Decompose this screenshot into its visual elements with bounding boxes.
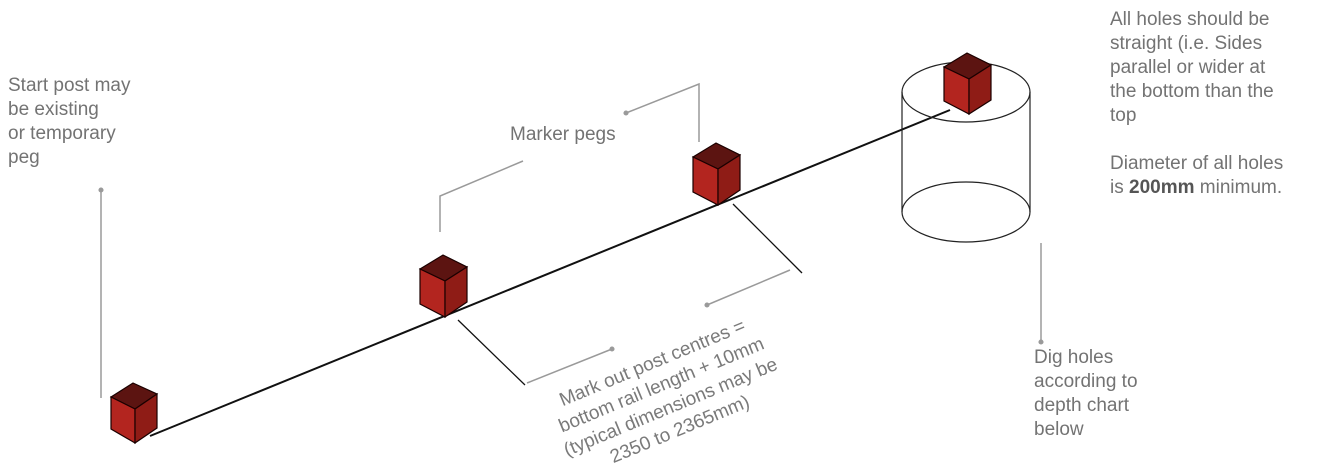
marker-peg-1 (418, 254, 469, 319)
start-post-note: Start post may be existing or temporary … (8, 74, 131, 170)
start-post-line-1: Start post may (8, 75, 131, 96)
dig-holes-line-3: depth chart (1034, 395, 1130, 416)
end-post (942, 52, 993, 116)
marker-pegs-bracket-right (625, 82, 700, 142)
diameter-line-1: Diameter of all holes (1110, 153, 1284, 174)
start-post-line-4: peg (8, 147, 40, 168)
diameter-line-2: is 200mm minimum. (1110, 177, 1283, 198)
dig-holes-note: Dig holes according to depth chart below (1034, 346, 1138, 442)
string-line (149, 109, 951, 437)
marker-pegs-label: Marker pegs (510, 124, 616, 145)
holes-note-line-5: top (1110, 105, 1137, 126)
marker-peg-2 (691, 142, 742, 207)
holes-note-line-2: straight (i.e. Sides (1110, 33, 1263, 54)
holes-note: All holes should be straight (i.e. Sides… (1110, 8, 1283, 200)
start-post-line-3: or temporary (8, 123, 116, 144)
dig-holes-line-1: Dig holes (1034, 347, 1114, 368)
dig-holes-line-4: below (1034, 419, 1084, 440)
holes-note-line-1: All holes should be (1110, 9, 1270, 30)
holes-note-line-3: parallel or wider at (1110, 57, 1266, 78)
start-post-line-2: be existing (8, 99, 99, 120)
dimension-leader-upper (706, 269, 791, 306)
start-post (109, 382, 159, 445)
dimension-extension-left (457, 319, 526, 386)
post-centres-note: Mark out post centres = bottom rail leng… (556, 315, 781, 466)
diameter-value: 200mm (1129, 177, 1195, 198)
dimension-leader-lower (526, 348, 613, 384)
holes-note-line-4: the bottom than the (1110, 81, 1274, 102)
dig-holes-line-2: according to (1034, 371, 1138, 392)
marker-pegs-bracket-left (439, 160, 524, 232)
dimension-extension-right (732, 203, 803, 274)
